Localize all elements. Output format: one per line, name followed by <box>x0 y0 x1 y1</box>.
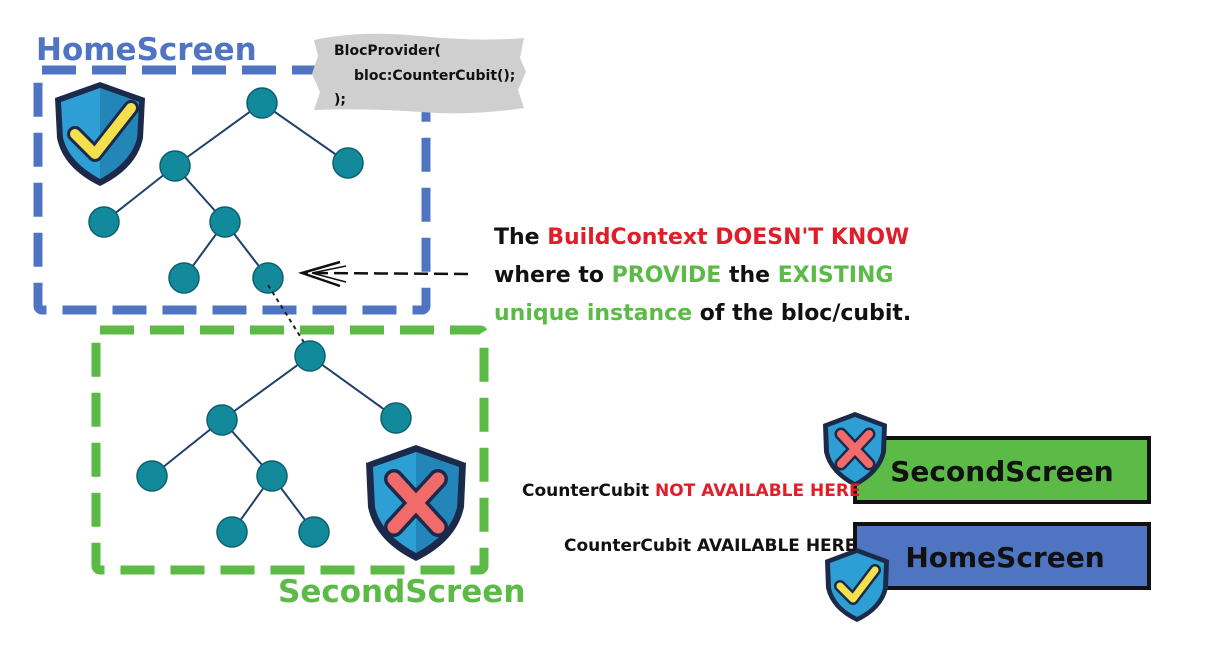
tree-node <box>209 206 241 238</box>
code-note: BlocProvider( bloc:CounterCubit(); ); <box>312 33 526 114</box>
tree-node <box>246 87 278 119</box>
tree-node <box>298 516 330 548</box>
home-screen-label: HomeScreen <box>36 32 257 68</box>
tree-node <box>332 147 364 179</box>
home-screen-box <box>33 65 431 315</box>
tree-node <box>294 340 326 372</box>
second-screen-label: SecondScreen <box>278 574 525 610</box>
message-line-3: unique instance of the bloc/cubit. <box>494 301 911 326</box>
tree-node <box>252 262 284 294</box>
code-line-1: BlocProvider( <box>334 43 441 59</box>
shield-cross-icon <box>823 412 887 487</box>
arrow-left-icon <box>297 260 469 288</box>
legend-home-caption: CounterCubit AVAILABLE HERE <box>564 536 856 556</box>
tree-node <box>168 262 200 294</box>
legend-second-screen-label: SecondScreen <box>890 455 1113 488</box>
shield-cross-icon <box>366 445 466 561</box>
tree-node <box>159 150 191 182</box>
code-line-2: bloc:CounterCubit(); <box>354 68 515 84</box>
shield-check-icon <box>825 548 889 622</box>
tree-node <box>256 460 288 492</box>
tree-node <box>206 404 238 436</box>
tree-node <box>88 206 120 238</box>
legend-home-screen-label: HomeScreen <box>905 541 1104 574</box>
message-line-1: The BuildContext DOESN'T KNOW <box>494 225 909 250</box>
second-screen-box <box>91 325 489 575</box>
code-line-3: ); <box>334 92 346 108</box>
tree-node <box>216 516 248 548</box>
shield-check-icon <box>55 82 145 186</box>
route-connector <box>267 284 311 353</box>
legend-second-screen-box <box>853 436 1151 504</box>
tree-node <box>380 402 412 434</box>
second-tree <box>151 355 397 533</box>
legend-home-screen-box <box>853 522 1151 590</box>
legend-second-caption: CounterCubit NOT AVAILABLE HERE <box>522 481 861 501</box>
tree-node <box>136 460 168 492</box>
message-line-2: where to PROVIDE the EXISTING <box>494 263 893 288</box>
